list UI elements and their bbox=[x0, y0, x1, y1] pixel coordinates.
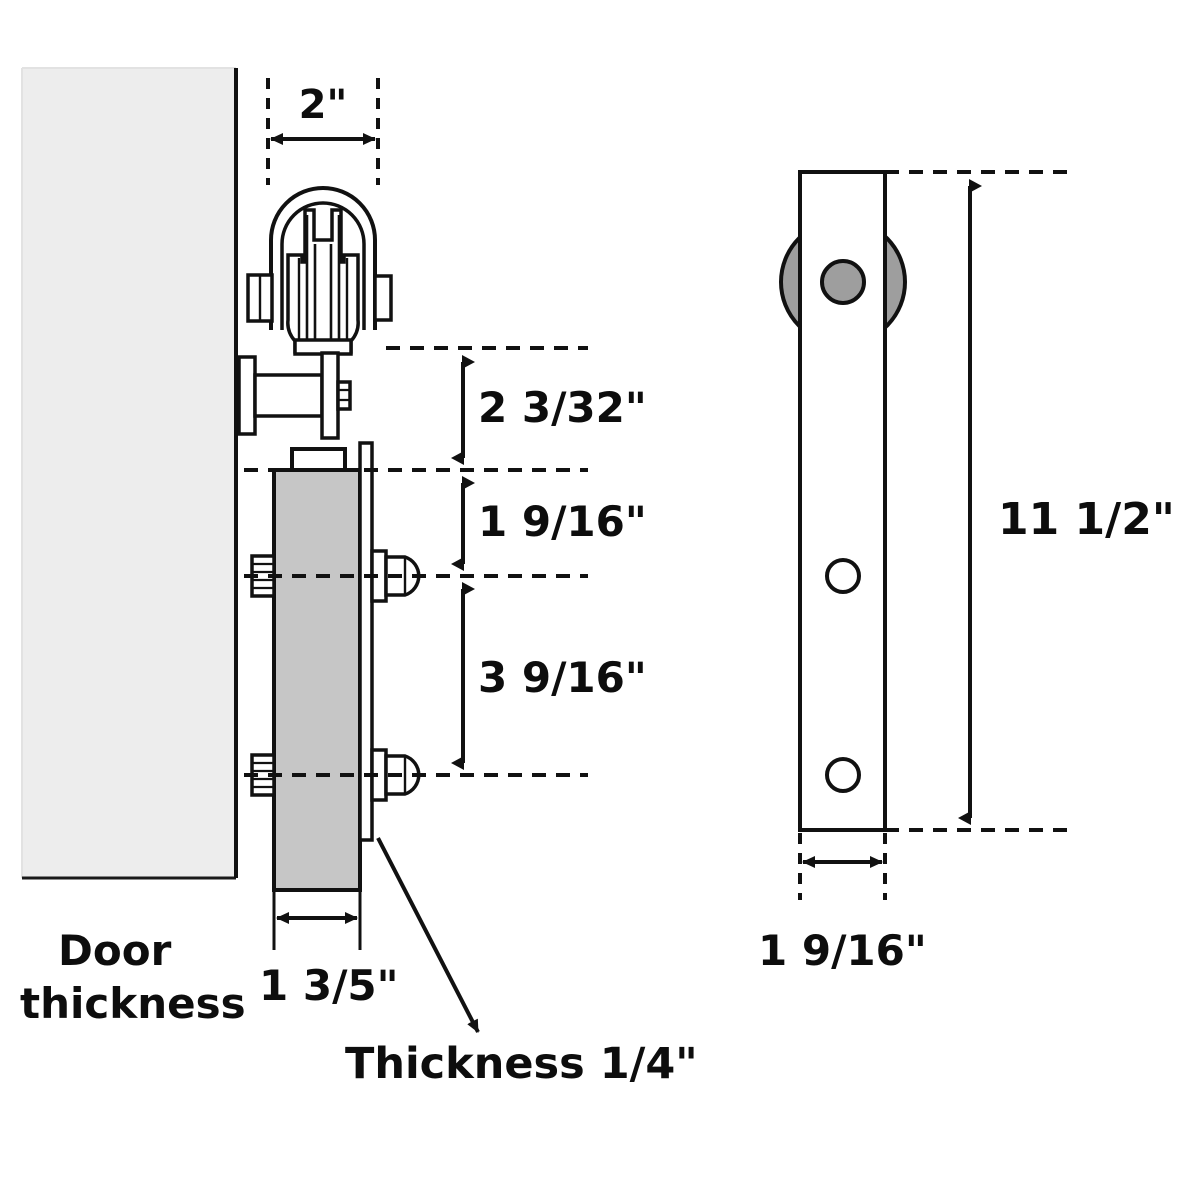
wheel-groove-lines bbox=[305, 215, 341, 350]
wheel-body-profile bbox=[286, 208, 360, 354]
strap-top-tab-body bbox=[290, 447, 347, 473]
strap-body-side bbox=[272, 468, 362, 892]
spacer-bolt-thread-lines bbox=[338, 388, 350, 402]
spacer-bolt-assembly bbox=[237, 351, 352, 440]
label-overall-height: 11 1/2" bbox=[998, 494, 1175, 545]
vertical-dimension-chain: 2 3/32" 1 9/16" 3 9/16" bbox=[451, 355, 647, 770]
spacer-front-plate bbox=[320, 351, 340, 440]
spacer-bolt-tip bbox=[336, 380, 352, 411]
label-gap-2-3-32: 2 3/32" bbox=[478, 383, 647, 432]
roller-width-dimension: 2" bbox=[266, 78, 380, 185]
label-gap-3-9-16: 3 9/16" bbox=[478, 653, 647, 702]
mounting-hole-lower bbox=[825, 757, 861, 793]
label-strap-width-1-9-16: 1 9/16" bbox=[758, 926, 927, 975]
label-door-thickness-line2: thickness bbox=[20, 979, 246, 1028]
overall-height-dimension: 11 1/2" bbox=[958, 179, 1175, 825]
wheel-hub-lines bbox=[297, 258, 349, 348]
spacer-backplate bbox=[237, 355, 257, 436]
right-front-elevation-view: 11 1/2" 1 9/16" bbox=[758, 170, 1175, 975]
left-side-section-view: 2" bbox=[20, 67, 698, 1089]
label-strap-width-1-3-5: 1 3/5" bbox=[259, 961, 399, 1010]
thickness-leader-line bbox=[376, 837, 480, 1033]
label-roller-width: 2" bbox=[299, 82, 348, 128]
upper-bolt-nut-threads bbox=[252, 562, 274, 590]
axle-bolt-head-right bbox=[373, 274, 393, 322]
roller-wheel-assembly bbox=[246, 186, 393, 356]
lower-bolt-nut-threads bbox=[252, 761, 274, 789]
wheel-hub-bolt bbox=[820, 259, 866, 305]
spacer-sleeve bbox=[253, 373, 324, 418]
thickness-callout: Thickness 1/4" bbox=[345, 837, 698, 1089]
strap-width-dimension-left: 1 3/5" bbox=[259, 890, 399, 1010]
label-gap-1-9-16: 1 9/16" bbox=[478, 497, 647, 546]
label-thickness-callout: Thickness 1/4" bbox=[345, 1039, 698, 1089]
door-panel-soft-edge bbox=[21, 67, 236, 878]
lower-through-bolt bbox=[250, 748, 421, 802]
strap-thickness-plate bbox=[358, 441, 374, 842]
strap-width-dimension-right: 1 9/16" bbox=[758, 833, 927, 975]
mounting-hole-upper bbox=[825, 558, 861, 594]
door-panel-fill bbox=[22, 68, 236, 878]
label-door-thickness-line1: Door bbox=[58, 926, 172, 975]
